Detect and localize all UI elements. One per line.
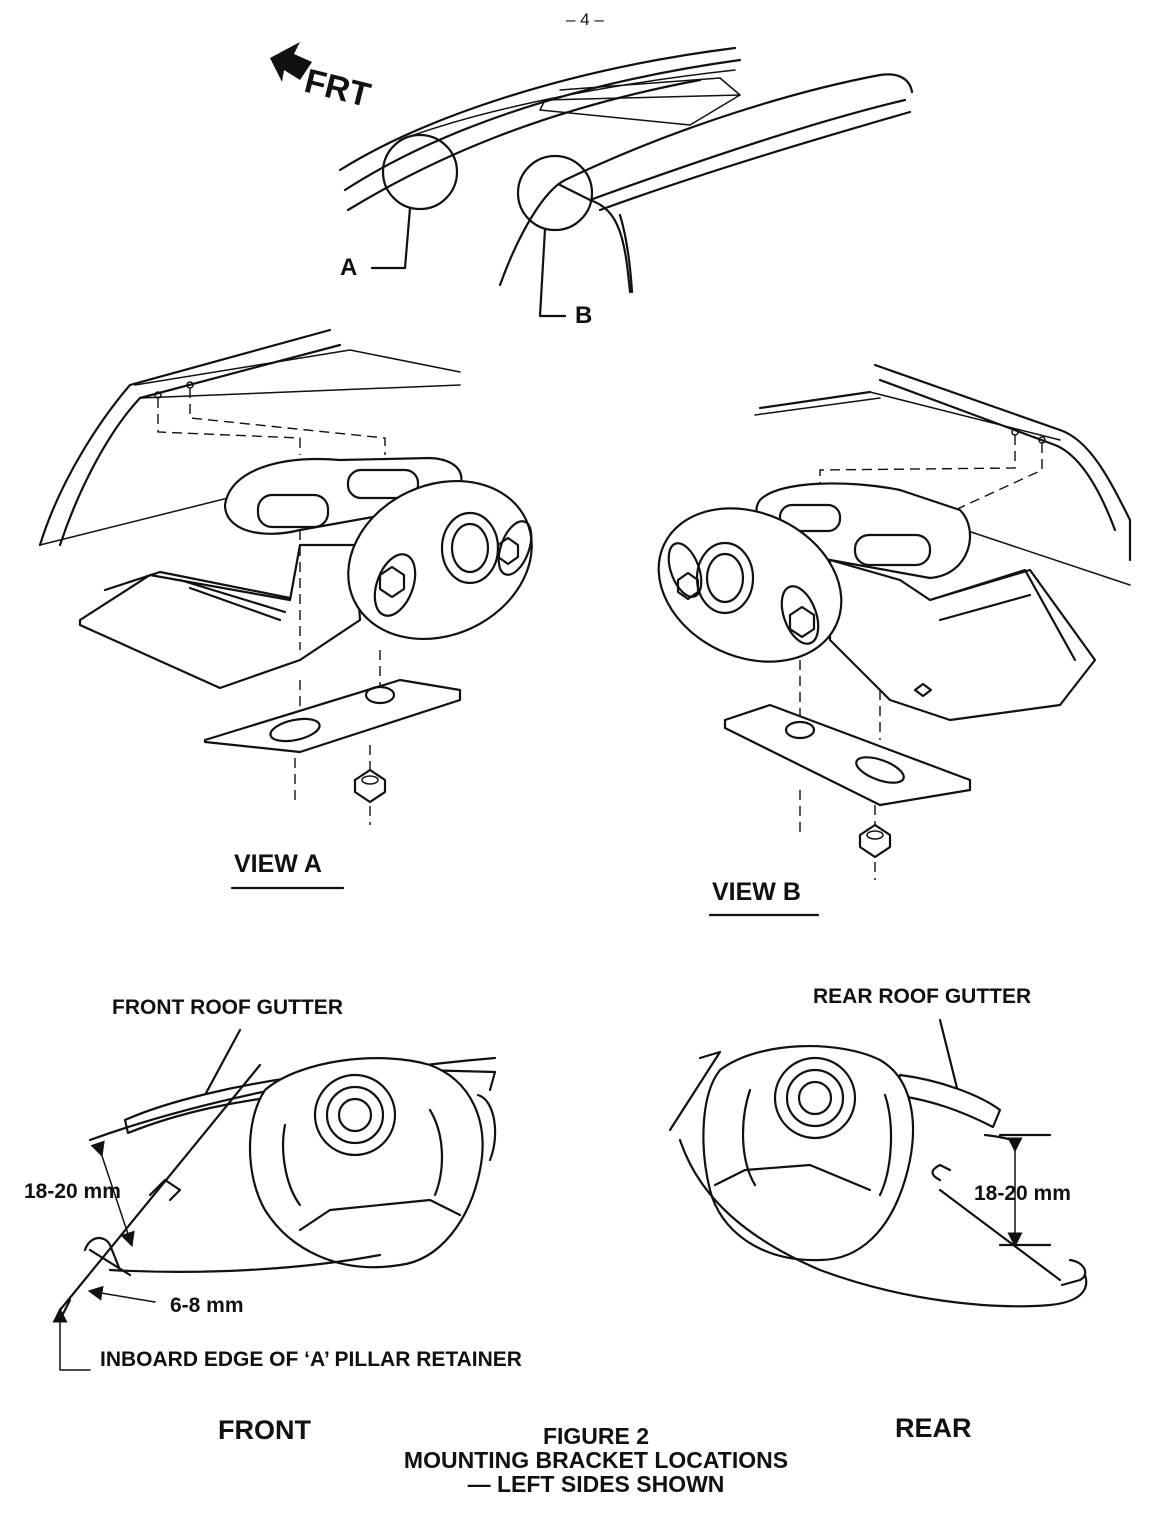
front-caption: FRONT bbox=[218, 1415, 311, 1445]
figure-subtitle: — LEFT SIDES SHOWN bbox=[467, 1471, 725, 1497]
view-a-drawing bbox=[38, 328, 533, 890]
view-a-label: VIEW A bbox=[234, 850, 322, 878]
figure-number: FIGURE 2 bbox=[542, 1423, 650, 1449]
callout-a-label: A bbox=[340, 254, 358, 281]
callout-circle-b bbox=[516, 154, 594, 232]
rear-roof-gutter-label: REAR ROOF GUTTER bbox=[813, 985, 1032, 1008]
front-detail-drawing bbox=[60, 1028, 497, 1371]
inboard-edge-label: INBOARD EDGE OF ‘A’ PILLAR RETAINER bbox=[100, 1348, 522, 1371]
front-offset-dimension: 6-8 mm bbox=[170, 1294, 244, 1317]
callout-b-label: B bbox=[575, 302, 593, 329]
rear-caption: REAR bbox=[895, 1413, 972, 1443]
front-roof-gutter-label: FRONT ROOF GUTTER bbox=[112, 996, 343, 1019]
frt-arrow-icon bbox=[270, 42, 312, 82]
rear-gap-dimension: 18-20 mm bbox=[974, 1182, 1071, 1205]
roof-overview-drawing bbox=[270, 42, 914, 318]
page-number: – 4 – bbox=[566, 10, 604, 29]
figure-caption: FIGURE 2 MOUNTING BRACKET LOCATIONS — LE… bbox=[376, 1424, 816, 1496]
callout-circle-a bbox=[381, 133, 459, 211]
view-b-label: VIEW B bbox=[712, 878, 801, 906]
view-b-drawing bbox=[657, 363, 1132, 917]
figure-title: MOUNTING BRACKET LOCATIONS bbox=[403, 1447, 789, 1473]
rear-detail-drawing bbox=[668, 1018, 1088, 1308]
front-gap-dimension: 18-20 mm bbox=[24, 1180, 121, 1203]
